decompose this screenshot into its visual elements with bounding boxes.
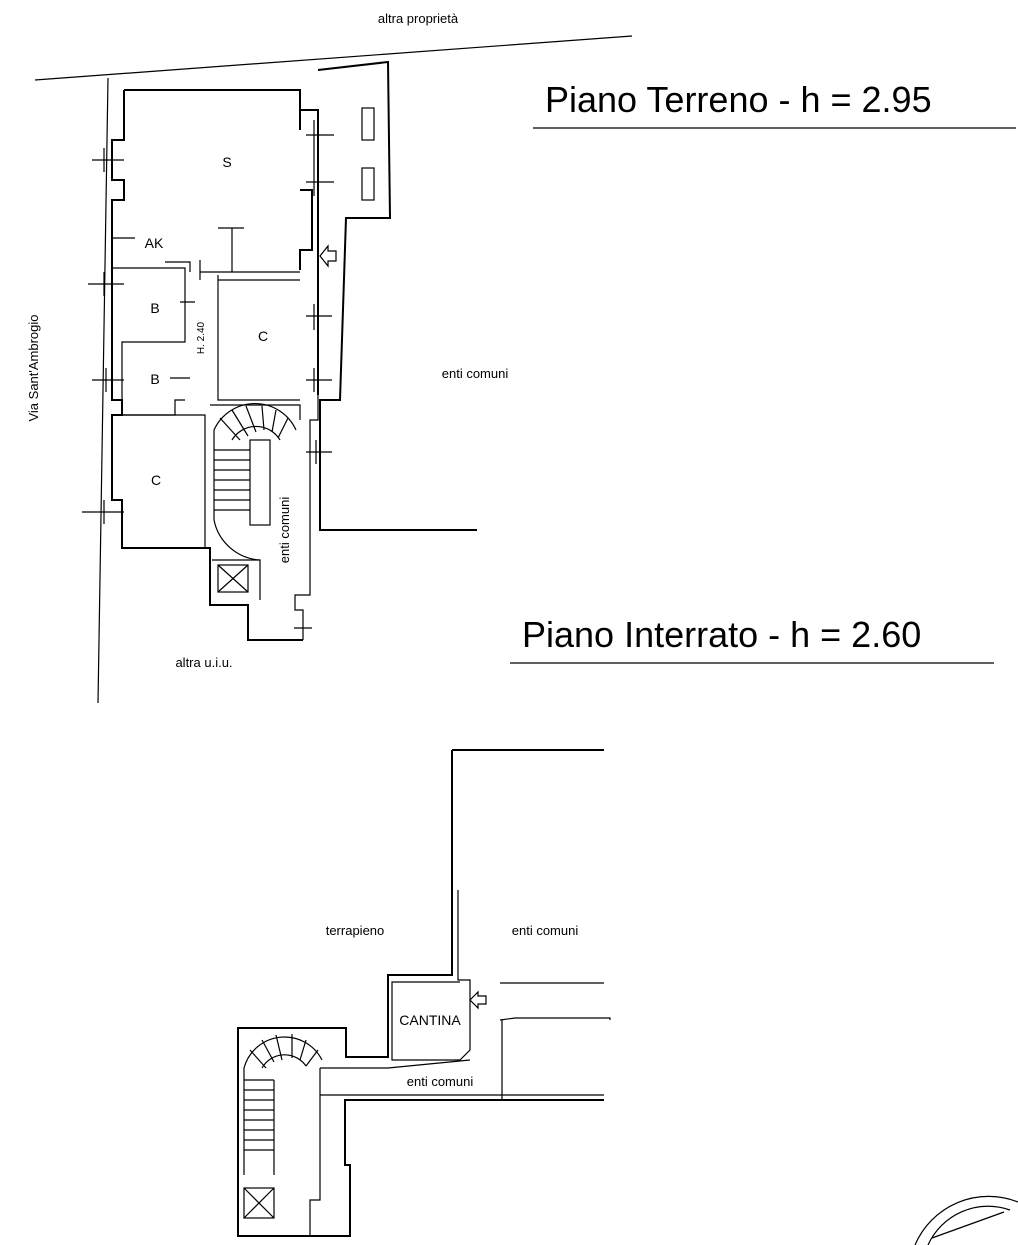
vent-shaft	[361, 167, 375, 201]
basement-walls	[237, 749, 611, 1237]
label-top-neighbor: altra proprietà	[378, 11, 459, 26]
label-ceiling-height: H. 2.40	[196, 321, 207, 354]
label-common-basement-top: enti comuni	[512, 923, 579, 938]
label-bottom-unit: altra u.i.u.	[175, 655, 232, 670]
entrance-arrow-icon	[319, 244, 337, 268]
room-c2: C	[151, 472, 161, 488]
elevator-icon	[217, 564, 249, 593]
room-s: S	[222, 154, 231, 170]
elevator-icon	[243, 1187, 275, 1219]
basement-title: Piano Interrato - h = 2.60	[522, 614, 921, 655]
spiral-stair-basement	[243, 1034, 323, 1175]
room-b2: B	[150, 371, 159, 387]
basement-floor-plan: terrapieno enti comuni enti comuni CANTI…	[237, 749, 611, 1237]
label-common-right: enti comuni	[442, 366, 509, 381]
label-common-basement-corridor: enti comuni	[407, 1074, 474, 1089]
label-common-stair: enti comuni	[277, 497, 292, 564]
spiral-stair-ground	[213, 403, 297, 561]
label-street: Via Sant'Ambrogio	[26, 314, 41, 421]
north-compass-icon	[914, 1195, 1018, 1245]
room-b1: B	[150, 300, 159, 316]
ground-floor-plan: altra proprietà Via Sant'Ambrogio enti c…	[26, 11, 633, 704]
room-cantina: CANTINA	[399, 1012, 461, 1028]
street-boundary-line	[97, 77, 109, 704]
entrance-arrow-icon	[469, 990, 487, 1010]
room-c1: C	[258, 328, 268, 344]
vent-shaft	[361, 107, 375, 141]
room-ak: AK	[145, 235, 164, 251]
window-ticks	[82, 120, 334, 629]
ground-walls	[111, 60, 477, 641]
label-fill: terrapieno	[326, 923, 385, 938]
boundary-line	[34, 35, 633, 81]
ground-floor-title: Piano Terreno - h = 2.95	[545, 79, 932, 120]
